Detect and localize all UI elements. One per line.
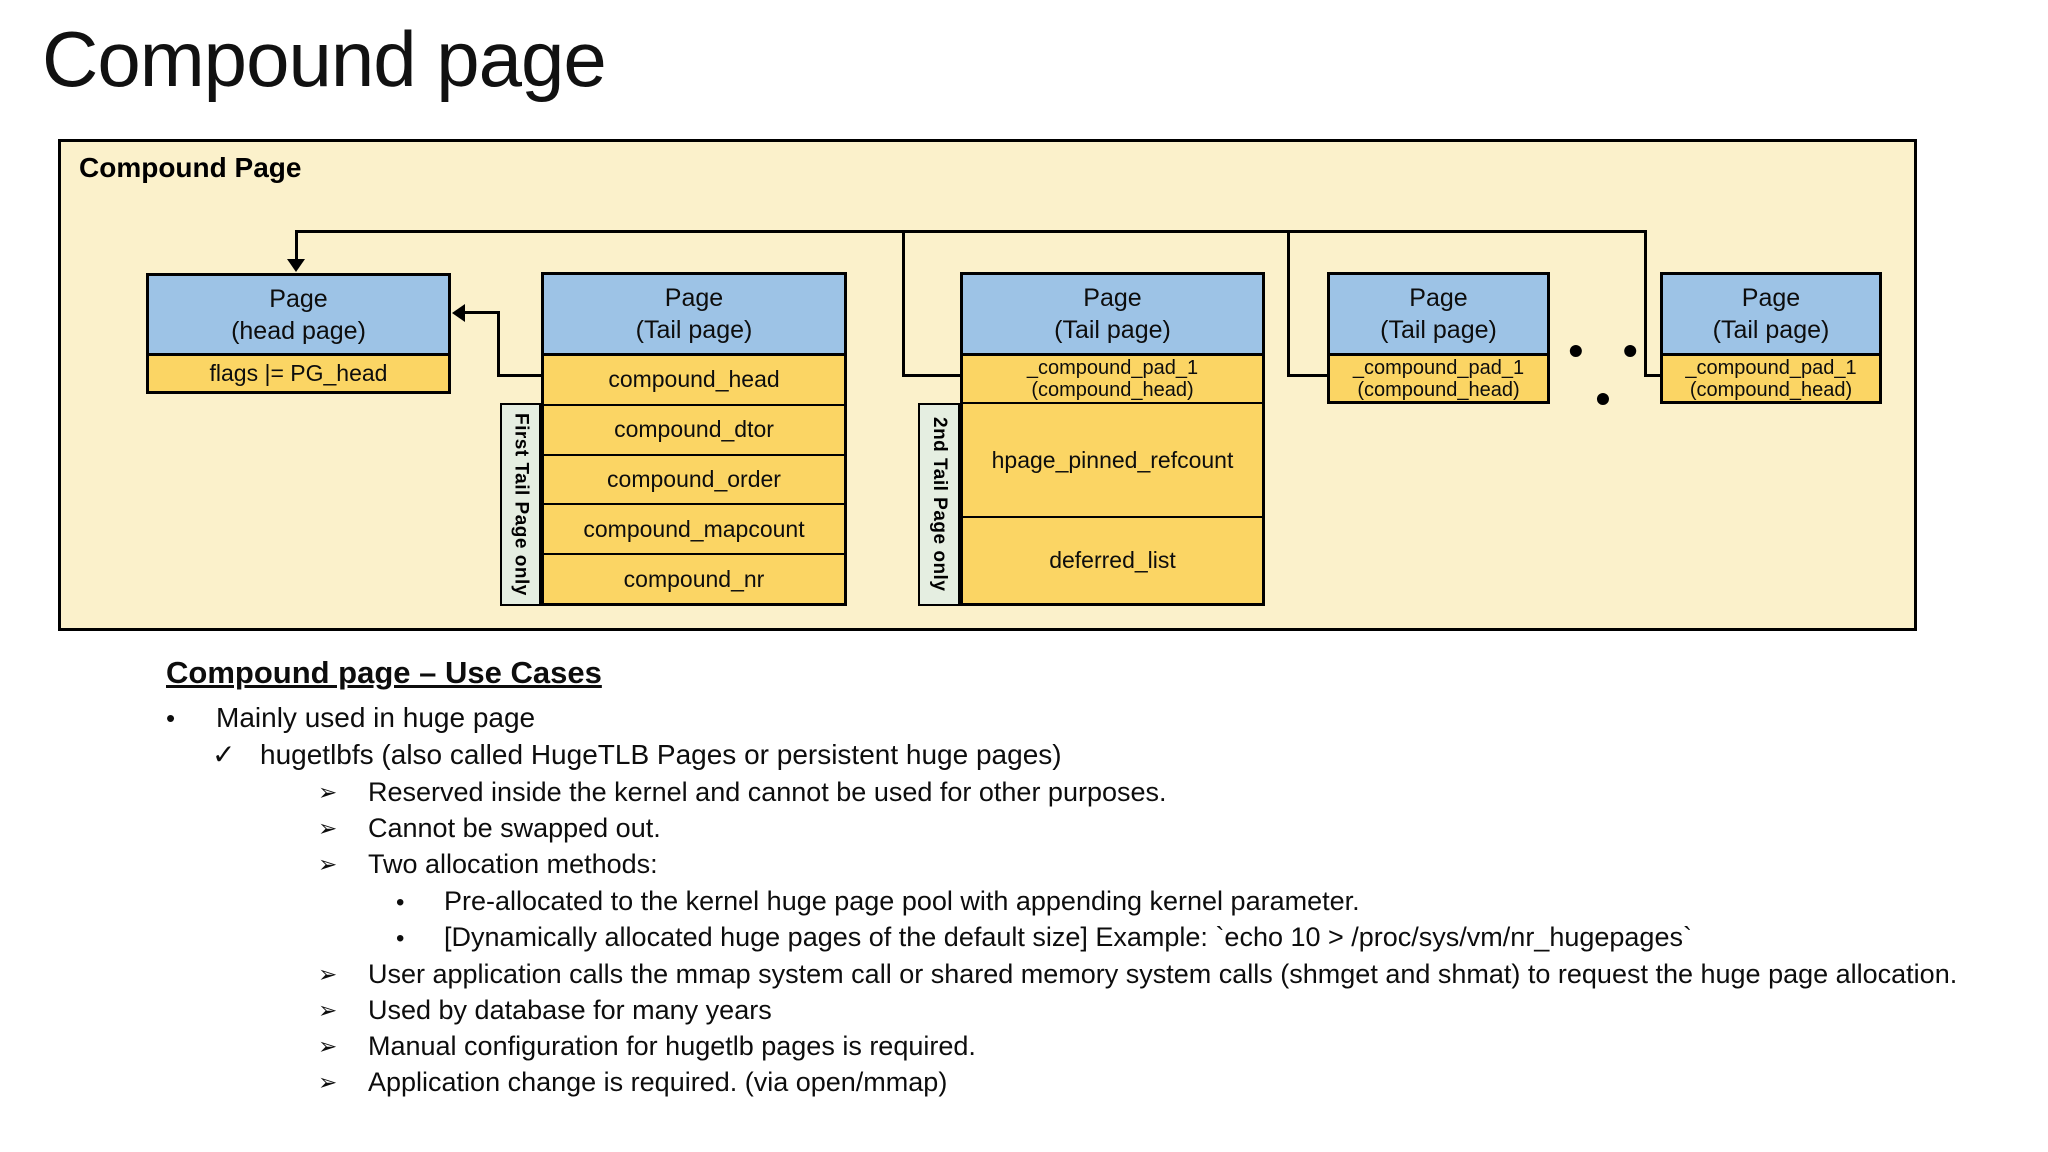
page-box-tail2: Page (Tail page) _compound_pad_1 (compou… [960,272,1265,606]
page-box-tail3: Page (Tail page) _compound_pad_1 (compou… [1327,272,1550,404]
field-line: _compound_pad_1 [1026,357,1199,379]
connector-top-bus [295,230,1647,233]
side-label-first-tail: First Tail Page only [500,403,541,606]
arrow-left-icon [452,304,465,322]
list-item-text: hugetlbfs (also called HugeTLB Pages or … [260,739,1062,770]
arrow-bullet-icon: ➢ [318,815,338,841]
field-compound-head: compound_head [608,366,780,393]
field-line: (compound_head) [1357,378,1520,401]
field-compound-pad: _compound_pad_1 (compound_head) [1330,356,1547,401]
list-item: ➢ Used by database for many years [318,995,772,1026]
list-item: ➢ Application change is required. (via op… [318,1067,947,1098]
field-line: (compound_head) [1031,379,1194,401]
box-title: Page [664,284,724,312]
list-item-text: Manual configuration for hugetlb pages i… [368,1031,976,1061]
bullet-icon: • [166,703,176,733]
field-line: _compound_pad_1 [1352,356,1525,379]
bullet-icon: • [396,925,405,952]
arrow-bullet-icon: ➢ [318,997,338,1023]
page-box-tail2-header: Page (Tail page) [963,275,1262,356]
box-subtitle: (Tail page) [1054,316,1171,344]
arrow-bullet-icon: ➢ [318,851,338,877]
list-item-text: Cannot be swapped out. [368,813,661,843]
field-deferred-list: deferred_list [963,516,1262,603]
field-compound-pad: _compound_pad_1 (compound_head) [963,356,1262,402]
diagram-title: Compound Page [79,152,302,183]
list-item: ➢ Reserved inside the kernel and cannot b… [318,777,1167,808]
arrow-bullet-icon: ➢ [318,1069,338,1095]
page-box-head: Page (head page) flags |= PG_head [146,273,451,394]
list-item-text: Mainly used in huge page [216,702,536,733]
connector-drop-box3 [902,230,905,376]
side-label-2nd-tail: 2nd Tail Page only [918,403,960,606]
connector-drop-box5 [1644,230,1647,376]
box-title: Page [1741,284,1801,312]
field-compound-dtor: compound_dtor [544,403,844,454]
list-item: • [Dynamically allocated huge pages of th… [396,922,1692,953]
list-item: • Pre-allocated to the kernel huge page p… [396,886,1360,917]
box-title: Page [269,284,328,313]
checkmark-icon: ✓ [212,739,236,770]
connector-stub-box3 [902,374,962,377]
field-line: (compound_head) [1689,378,1853,401]
field-compound-nr: compound_nr [544,553,844,603]
page-box-tailN: Page (Tail page) _compound_pad_1 (compou… [1660,272,1882,404]
compound-page-diagram: Compound Page Page (head page) flags |= … [58,139,1917,631]
list-item: ➢ Manual configuration for hugetlb pages … [318,1031,976,1062]
field-compound-mapcount: compound_mapcount [544,503,844,553]
box-subtitle: (Tail page) [635,316,753,344]
box-subtitle: (head page) [231,316,366,345]
connector-drop-box4 [1287,230,1290,376]
box-subtitle: (Tail page) [1712,316,1830,344]
field-compound-order: compound_order [544,453,844,504]
box-title: Page [1409,284,1468,312]
page-box-tail1: Page (Tail page) compound_head compound_… [541,272,847,606]
page-title: Compound page [42,15,607,103]
list-item-text: Pre-allocated to the kernel huge page po… [444,886,1360,916]
field-compound-pad: _compound_pad_1 (compound_head) [1663,356,1879,401]
list-item-text: Used by database for many years [368,995,772,1025]
box-title: Page [1083,284,1142,312]
connector-head-drop [295,230,298,260]
connector-chead-horiz [464,311,500,314]
connector-chead-stub [497,374,543,377]
connector-stub-box4 [1287,374,1329,377]
page-box-head-header: Page (head page) [149,276,448,356]
connector-chead-vert [497,311,500,377]
list-item-text: Application change is required. (via ope… [368,1067,948,1097]
list-item-text: Two allocation methods: [368,849,658,879]
ellipsis-dots: • • • [1568,327,1652,422]
list-item: ➢ Cannot be swapped out. [318,813,661,844]
arrow-down-icon [287,259,305,272]
use-cases-heading: Compound page – Use Cases [166,655,602,690]
arrow-bullet-icon: ➢ [318,1033,338,1059]
page-box-tail1-header: Page (Tail page) [544,275,844,356]
bullet-icon: • [396,889,405,916]
connector-stub-box5 [1644,374,1662,377]
field-flags: flags |= PG_head [209,360,388,386]
arrow-bullet-icon: ➢ [318,961,338,987]
list-item-text: [Dynamically allocated huge pages of the… [444,922,1692,952]
list-item-text: Reserved inside the kernel and cannot be… [368,777,1167,807]
list-item: ➢ Two allocation methods: [318,849,658,880]
arrow-bullet-icon: ➢ [318,779,338,805]
box-subtitle: (Tail page) [1380,316,1497,344]
list-item: ➢ User application calls the mmap system … [318,959,1957,990]
field-hpage-pinned-refcount: hpage_pinned_refcount [963,402,1262,516]
page-box-tail3-header: Page (Tail page) [1330,275,1547,356]
list-item-text: User application calls the mmap system c… [368,959,1958,989]
field-line: _compound_pad_1 [1685,356,1857,379]
list-item: ✓ hugetlbfs (also called HugeTLB Pages or… [212,738,1062,771]
list-item: • Mainly used in huge page [166,702,535,734]
page-box-tailN-header: Page (Tail page) [1663,275,1879,356]
